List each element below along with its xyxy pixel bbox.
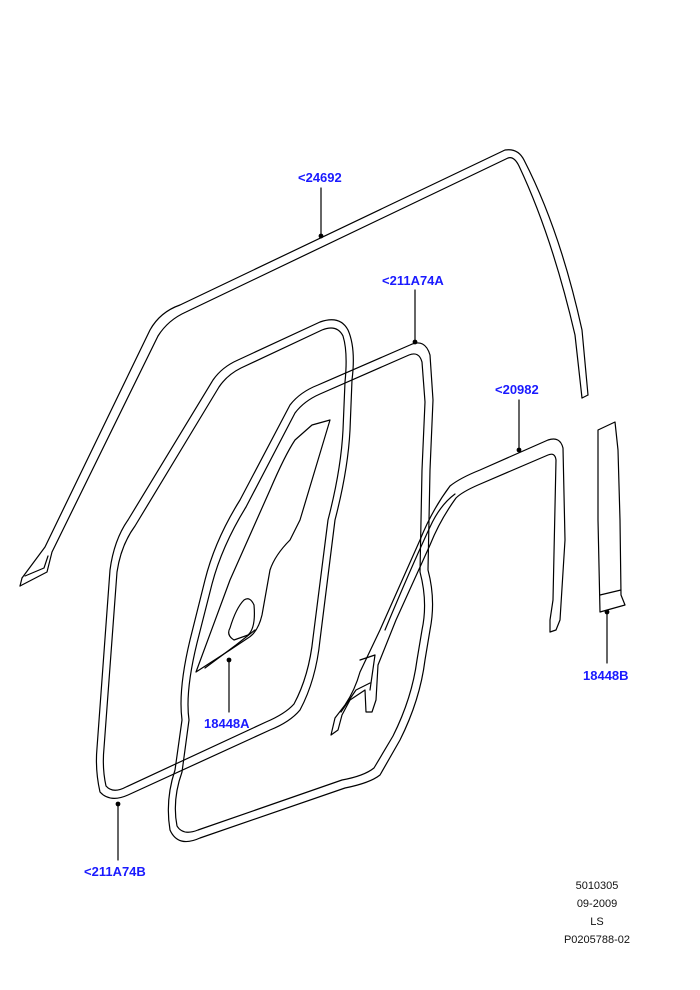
callout-roof-moulding[interactable]: <24692: [298, 170, 342, 185]
callout-rear-pillar-trim[interactable]: 18448B: [583, 668, 629, 683]
callout-rear-door-seal[interactable]: <211A74B: [84, 864, 146, 879]
front-pillar-trim-part: [195, 419, 331, 673]
callout-front-pillar-trim[interactable]: 18448A: [204, 716, 250, 731]
footer-model: LS: [590, 916, 604, 928]
roof-moulding-part: [19, 149, 589, 587]
front-door-seal-part: [95, 319, 354, 799]
footer-illustration-id: P0205788-02: [563, 934, 631, 946]
footer-code: 5010305: [575, 880, 619, 892]
callout-rear-window-seal[interactable]: <20982: [495, 382, 539, 397]
footer-date: 09-2009: [576, 898, 618, 910]
rear-door-seal-part: [167, 342, 434, 843]
leader-dots: [115, 233, 610, 807]
rear-pillar-trim-part: [597, 421, 626, 613]
callout-front-door-seal[interactable]: <211A74A: [382, 273, 444, 288]
leader-lines: [117, 187, 608, 861]
rear-window-seal-part: [330, 438, 566, 736]
